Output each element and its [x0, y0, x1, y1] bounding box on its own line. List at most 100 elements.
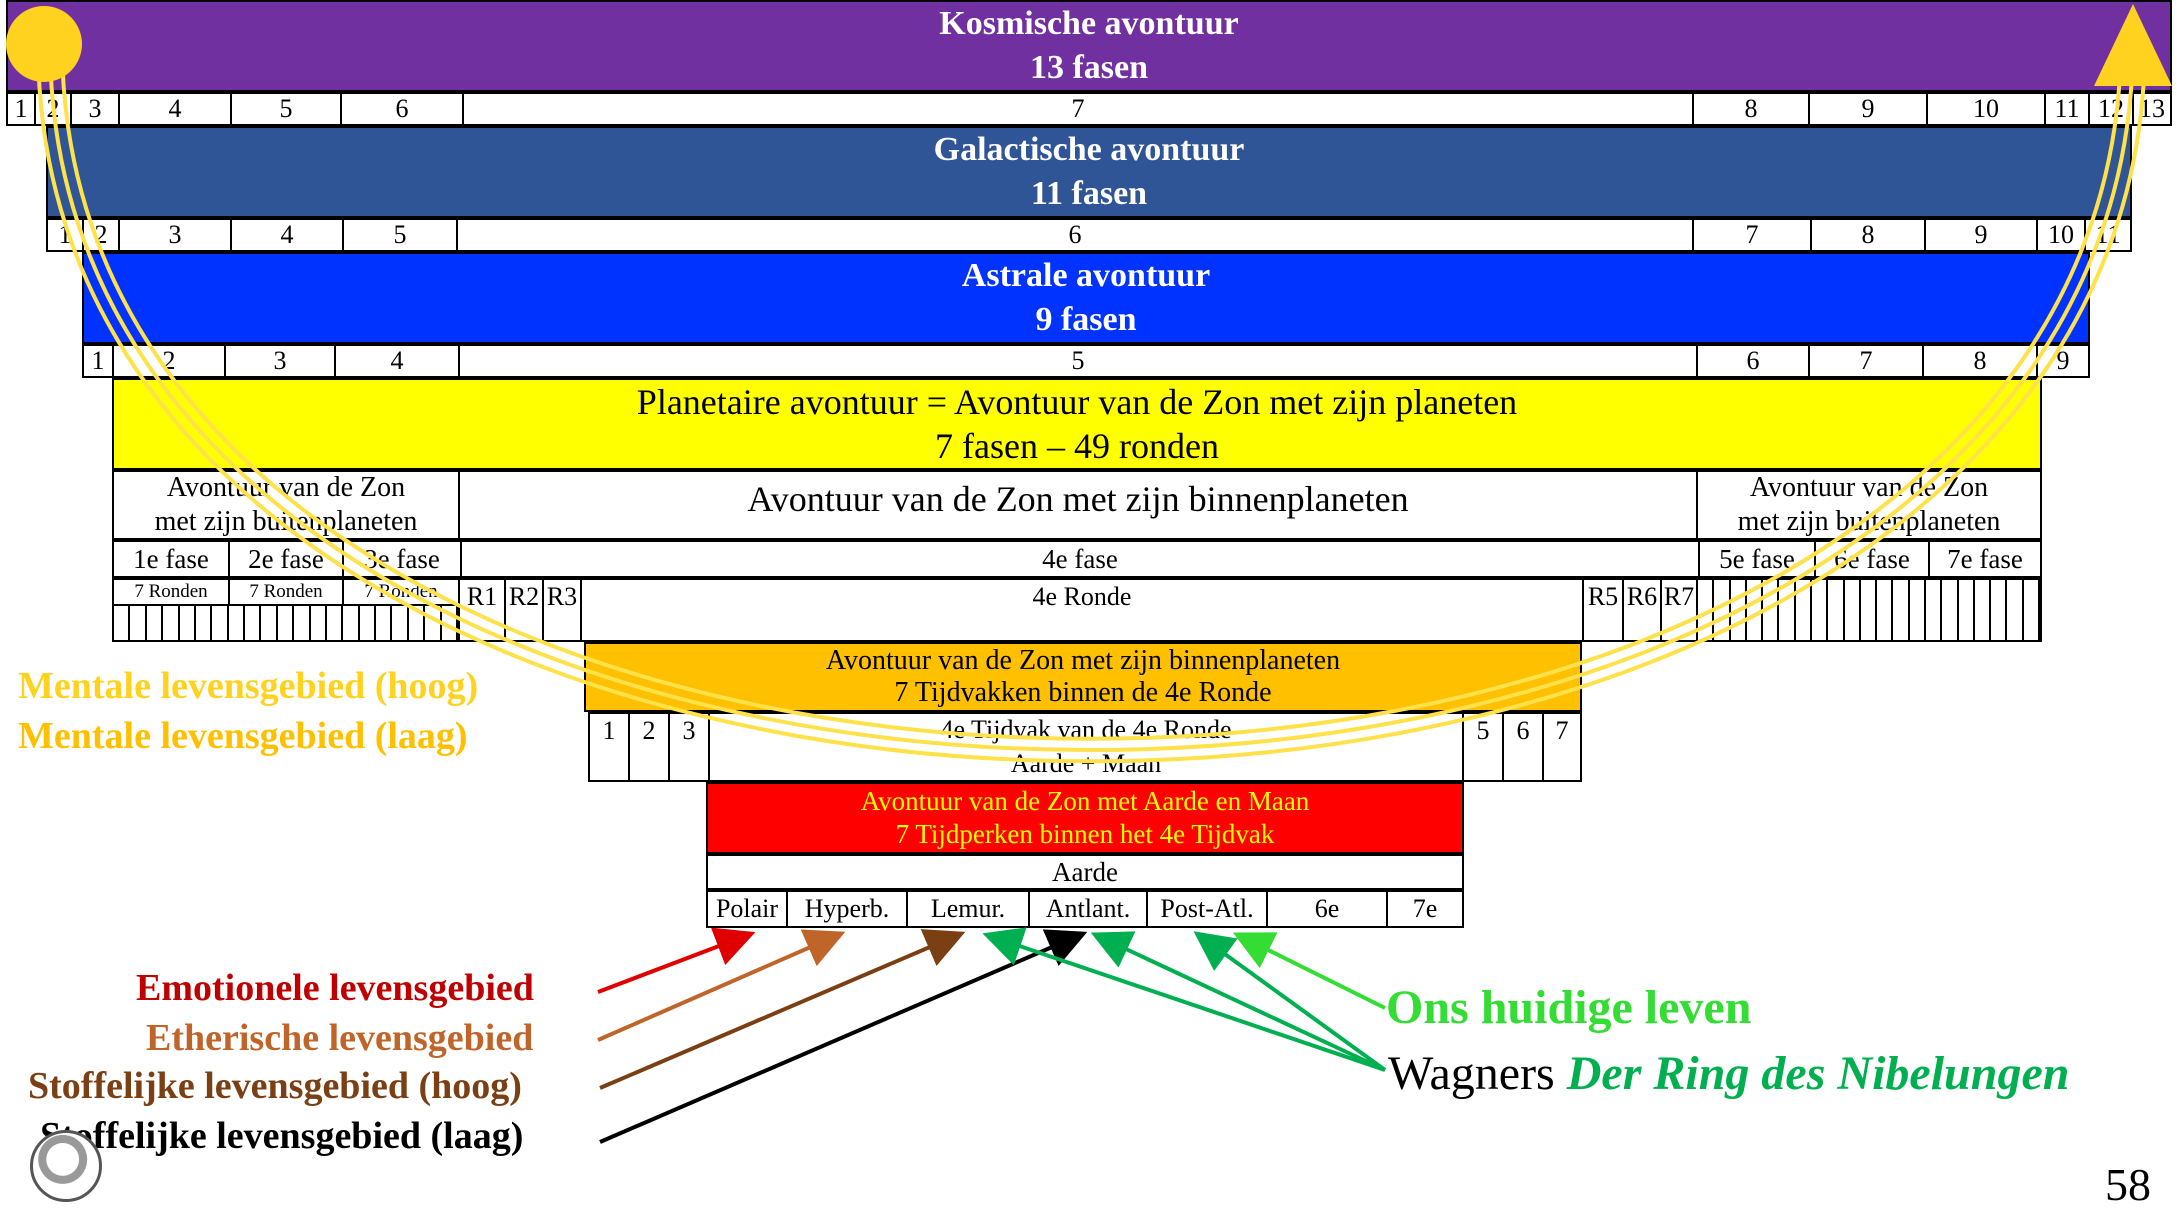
sun-outer-right-line2: met zijn buitenplaneten [1737, 506, 2001, 537]
current-life-label: Ons huidige leven [1386, 981, 1752, 1034]
earth-moon-box: Avontuur van de Zon met Aarde en Maan 7 … [706, 782, 1464, 854]
earth-moon-line1: Avontuur van de Zon met Aarde en Maan [860, 786, 1310, 816]
tijdvak-cell: 7 [1542, 712, 1582, 782]
cosmic-phase: 7 [462, 92, 1692, 126]
rondes-label: 7 Ronden [342, 578, 460, 604]
astral-phase: 6 [1696, 344, 1808, 378]
wagner-label: Wagners Der Ring des Nibelungen [1388, 1046, 2069, 1101]
wagner-title: Der Ring des Nibelungen [1566, 1047, 2070, 1100]
aarde-label: Aarde [1052, 856, 1118, 887]
galactic-phase: 6 [456, 218, 1692, 252]
tijdvak-center-line1: 4e Tijdvak van de 4e Ronde [940, 715, 1232, 744]
rondes-label-row: 7 Ronden 7 Ronden 7 Ronden [112, 578, 460, 604]
galactic-phase: 10 [2036, 218, 2084, 252]
tijdvak-cell: 3 [668, 712, 708, 782]
cosmic-phase: 4 [118, 92, 230, 126]
galactic-phase: 2 [82, 218, 118, 252]
logo-icon [30, 1130, 102, 1202]
cosmic-phase: 3 [70, 92, 118, 126]
mental-high-label: Mentale levensgebied (hoog) [18, 665, 479, 707]
inner-box-line1: Avontuur van de Zon met zijn binnenplane… [825, 645, 1341, 676]
galactic-title: Galactische avontuur [933, 131, 1245, 168]
galactic-phase: 5 [342, 218, 456, 252]
physical-high-label: Stoffelijke levensgebied (hoog) [28, 1065, 522, 1107]
fase-cell: 4e fase [460, 540, 1698, 578]
cosmic-phase: 8 [1692, 92, 1808, 126]
inner-planets-box: Avontuur van de Zon met zijn binnenplane… [584, 642, 1582, 712]
sun-inner: Avontuur van de Zon met zijn binnenplane… [458, 470, 1698, 540]
fases-row: 1e fase 2e fase 3e fase 4e fase 5e fase … [112, 540, 2042, 578]
tijdvak-cell: 1 [588, 712, 628, 782]
tijdperk-cell: 6e [1266, 890, 1386, 928]
ronde-cell: R2 [504, 578, 542, 642]
planetary-band: Planetaire avontuur = Avontuur van de Zo… [112, 378, 2042, 470]
inner-box-line2: 7 Tijdvakken binnen de 4e Ronde [894, 677, 1272, 708]
astral-phase: 5 [458, 344, 1696, 378]
astral-phase: 1 [82, 344, 112, 378]
wagner-prefix: Wagners [1388, 1047, 1555, 1100]
fase-cell: 6e fase [1814, 540, 1928, 578]
sun-outer-left: Avontuur van de Zon met zijn buitenplane… [112, 470, 460, 540]
fase-cell: 7e fase [1928, 540, 2042, 578]
ronde-cell: R6 [1622, 578, 1660, 642]
galactic-phase: 3 [118, 218, 230, 252]
tijdperk-cell: Hyperb. [786, 890, 906, 928]
ronde-cell: R7 [1660, 578, 1698, 642]
rondes-left: 7 Ronden 7 Ronden 7 Ronden [112, 578, 460, 642]
cosmic-phase: 11 [2044, 92, 2088, 126]
fase-cell: 2e fase [228, 540, 342, 578]
tijdvak-center-line2: Aarde + Maan [1010, 749, 1162, 778]
astral-subtitle: 9 fasen [1035, 301, 1137, 338]
tijdvak-cell: 5 [1462, 712, 1502, 782]
ronde-cell: R5 [1582, 578, 1622, 642]
rondes-label: 7 Ronden [228, 578, 342, 604]
rondes-row: R1 R2 R3 4e Ronde R5 R6 R7 [458, 578, 1698, 642]
cosmic-phase: 1 [6, 92, 34, 126]
planetary-line1: Planetaire avontuur = Avontuur van de Zo… [636, 382, 1518, 422]
tijdperken-row: Polair Hyperb. Lemur. Antlant. Post-Atl.… [706, 890, 1464, 928]
astral-band: Astrale avontuur 9 fasen [82, 252, 2090, 344]
page-number: 58 [2105, 1159, 2151, 1210]
galactic-phase: 8 [1810, 218, 1924, 252]
rondes-label: 7 Ronden [112, 578, 228, 604]
cosmic-phase: 6 [340, 92, 462, 126]
ronde-cell: R3 [542, 578, 580, 642]
cosmic-band: Kosmische avontuur 13 fasen [6, 0, 2172, 92]
galactic-phase: 9 [1924, 218, 2036, 252]
tijdperk-cell: Antlant. [1028, 890, 1146, 928]
emotional-label: Emotionele levensgebied [136, 967, 534, 1009]
fase-cell: 3e fase [342, 540, 460, 578]
astral-phase: 7 [1808, 344, 1922, 378]
tijdperk-cell: Post-Atl. [1146, 890, 1266, 928]
fase-cell: 5e fase [1698, 540, 1814, 578]
rondes-ticks-right [1696, 578, 2042, 642]
mental-low-label: Mentale levensgebied (laag) [18, 715, 468, 757]
cosmic-phase: 9 [1808, 92, 1926, 126]
fase-cell: 1e fase [112, 540, 228, 578]
galactic-phase: 11 [2084, 218, 2132, 252]
cosmic-phase: 10 [1926, 92, 2044, 126]
cosmic-title: Kosmische avontuur [939, 5, 1239, 42]
cosmic-phase-row: 1 2 3 4 5 6 7 8 9 10 11 12 13 [6, 92, 2172, 126]
tijdperk-cell: Polair [706, 890, 786, 928]
galactic-band: Galactische avontuur 11 fasen [46, 126, 2132, 218]
ronde-cell: 4e Ronde [580, 578, 1582, 642]
physical-low-label: Stoffelijke levensgebied (laag) [40, 1115, 524, 1157]
sun-outer-right: Avontuur van de Zon met zijn buitenplane… [1696, 470, 2042, 540]
astral-phase-row: 1 2 3 4 5 6 7 8 9 [82, 344, 2090, 378]
astral-phase: 9 [2036, 344, 2090, 378]
cosmic-phase: 13 [2132, 92, 2172, 126]
earth-moon-line2: 7 Tijdperken binnen het 4e Tijdvak [895, 819, 1275, 849]
astral-phase: 8 [1922, 344, 2036, 378]
sun-outer-left-line1: Avontuur van de Zon [166, 472, 406, 503]
astral-phase: 4 [334, 344, 458, 378]
galactic-subtitle: 11 fasen [1030, 175, 1148, 212]
etheric-label: Etherische levensgebied [146, 1017, 534, 1059]
sun-inner-title: Avontuur van de Zon met zijn binnenplane… [747, 479, 1409, 519]
tijdvak-center: 4e Tijdvak van de 4e Ronde Aarde + Maan [708, 712, 1462, 782]
astral-phase: 2 [112, 344, 224, 378]
cosmic-subtitle: 13 fasen [1029, 49, 1149, 86]
tijdvakken-row: 1 2 3 4e Tijdvak van de 4e Ronde Aarde +… [588, 712, 1582, 782]
galactic-phase: 4 [230, 218, 342, 252]
cosmic-phase: 2 [34, 92, 70, 126]
